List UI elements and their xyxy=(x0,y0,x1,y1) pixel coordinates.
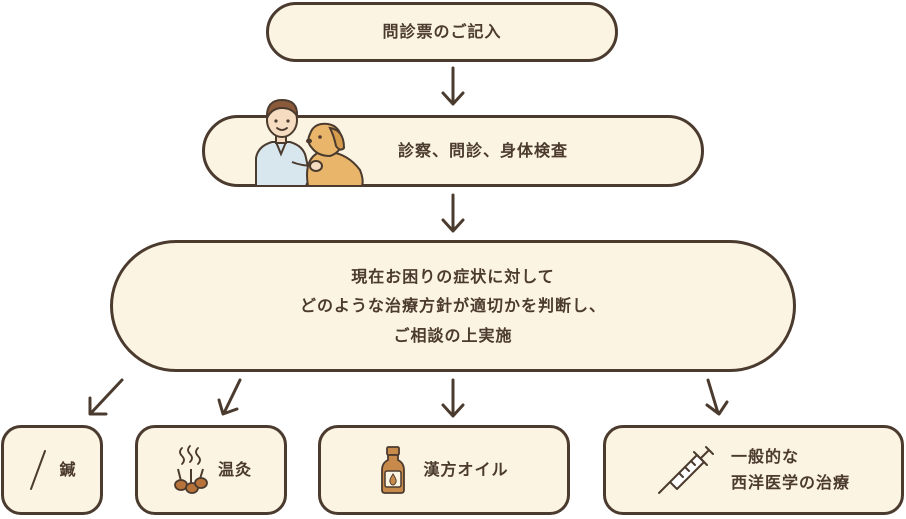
treatment-moxibustion-label: 温灸 xyxy=(217,460,252,480)
treatment-acupuncture-box: 鍼 xyxy=(1,425,103,515)
arrow-down-icon xyxy=(441,378,465,418)
moxa-icon xyxy=(174,445,208,494)
step-2-label: 診察、問診、身体検査 xyxy=(397,141,568,161)
bottle-icon xyxy=(381,446,406,494)
treatment-moxibustion-box: 温灸 xyxy=(135,425,287,515)
step-3-box: 現在お困りの症状に対して どのような治療方針が適切かを判断し、 ご相談の上実施 xyxy=(110,240,796,372)
treatment-kampo-oil-box: 漢方オイル xyxy=(318,425,570,515)
treatment-western-medicine-line-1: 一般的な xyxy=(730,447,799,467)
arrow-down-right-icon xyxy=(705,378,729,416)
step-1-label: 問診票のご記入 xyxy=(382,22,502,42)
treatment-kampo-oil-label: 漢方オイル xyxy=(423,460,509,480)
arrow-down-icon xyxy=(441,66,465,106)
syringe-icon xyxy=(657,446,714,494)
treatment-western-medicine-label: 一般的な 西洋医学の治療 xyxy=(731,444,850,495)
step-3-line-3: ご相談の上実施 xyxy=(393,325,513,345)
step-3-line-1: 現在お困りの症状に対して xyxy=(351,266,555,286)
doctor-with-dog-illustration xyxy=(255,98,364,187)
arrow-down-icon xyxy=(441,193,465,233)
step-3-line-2: どのような治療方針が適切かを判断し、 xyxy=(299,296,606,316)
treatment-western-medicine-box: 一般的な 西洋医学の治療 xyxy=(603,425,904,515)
treatment-western-medicine-line-2: 西洋医学の治療 xyxy=(730,473,850,492)
arrow-down-left-icon xyxy=(217,378,242,416)
arrow-down-left-icon xyxy=(88,378,124,416)
treatment-acupuncture-label: 鍼 xyxy=(59,460,77,480)
step-1-box: 問診票のご記入 xyxy=(266,2,618,62)
needle-icon xyxy=(30,450,47,490)
